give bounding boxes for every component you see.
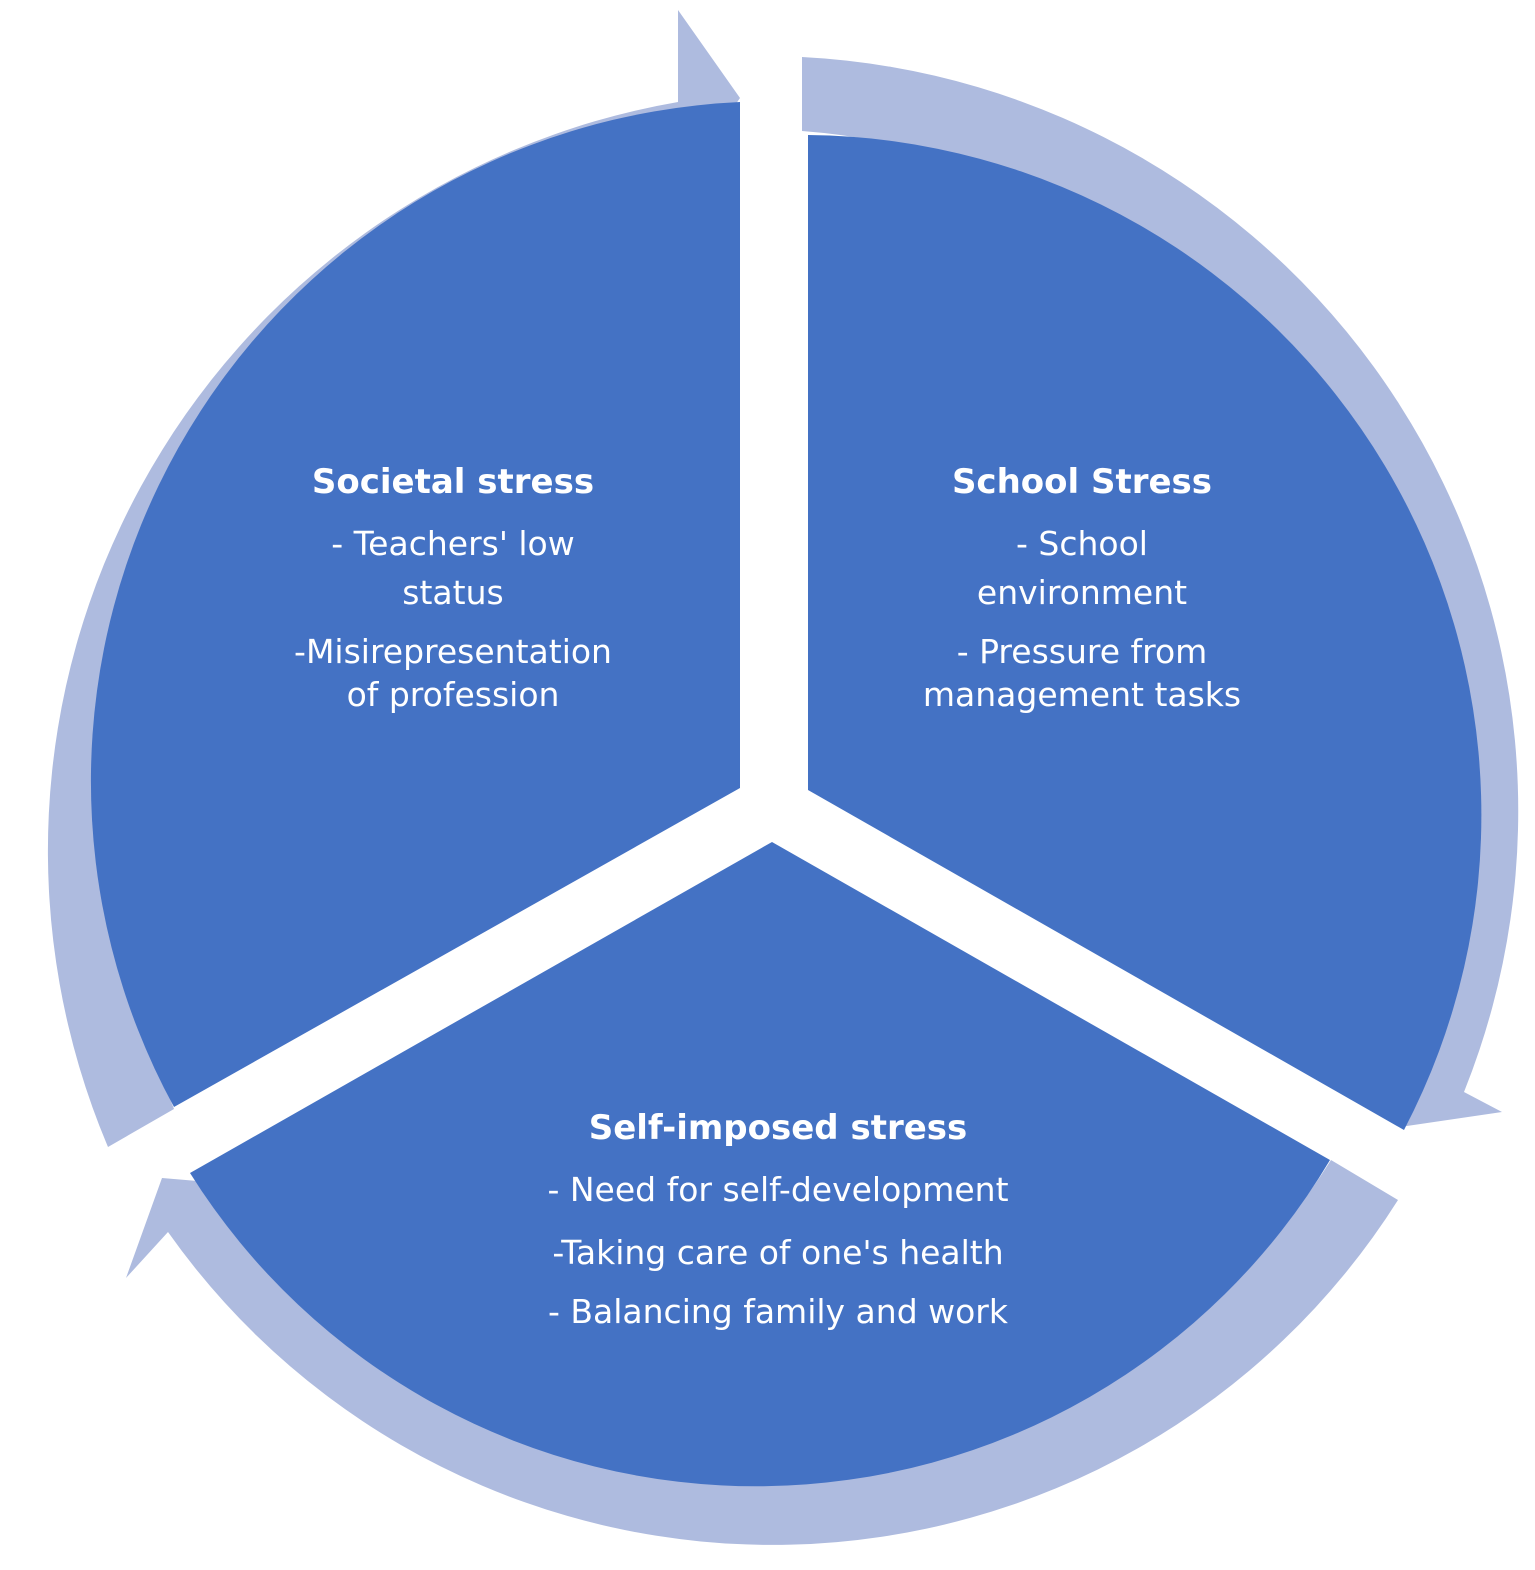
societal-line-1: - Teachers' low <box>331 524 575 563</box>
segment-self <box>190 842 1330 1487</box>
pie-segments <box>90 102 1482 1487</box>
self-line-1: - Need for self-development <box>547 1170 1008 1209</box>
societal-line-3: -Misirepresentation <box>294 632 612 671</box>
segment-school <box>808 135 1482 1130</box>
school-line-2: environment <box>977 573 1187 612</box>
self-title: Self-imposed stress <box>589 1108 968 1148</box>
segment-societal <box>90 102 741 1107</box>
school-line-4: management tasks <box>923 675 1241 714</box>
societal-line-4: of profession <box>347 675 560 714</box>
arrow-school-to-self <box>802 57 1519 1127</box>
segment-school-text: School Stress - School environment - Pre… <box>923 462 1241 714</box>
school-line-1: - School <box>1016 524 1148 563</box>
arrow-self-to-societal <box>126 1160 1398 1545</box>
segment-self-text: Self-imposed stress - Need for self-deve… <box>547 1108 1008 1331</box>
self-line-2: -Taking care of one's health <box>552 1233 1003 1272</box>
school-title: School Stress <box>952 462 1212 502</box>
societal-line-2: status <box>402 573 503 612</box>
school-line-3: - Pressure from <box>957 632 1208 671</box>
segment-societal-text: Societal stress - Teachers' low status -… <box>294 462 612 714</box>
self-line-3: - Balancing family and work <box>548 1292 1009 1331</box>
societal-title: Societal stress <box>312 462 594 502</box>
